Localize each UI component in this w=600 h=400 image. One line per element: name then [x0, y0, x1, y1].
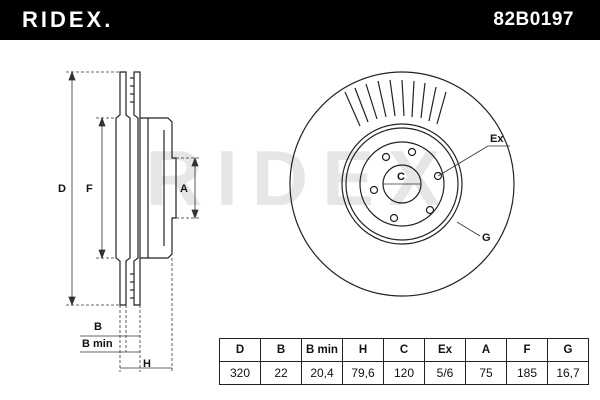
label-F: F [86, 183, 93, 195]
spec-table-value-row: 320 22 20,4 79,6 120 5/6 75 185 16,7 [219, 361, 589, 385]
value-G: 16,7 [547, 361, 589, 385]
label-D: D [58, 183, 66, 195]
label-C: C [397, 171, 405, 183]
col-header-G: G [547, 338, 589, 362]
spec-table: D B B min H C Ex A F G 320 22 20,4 79,6 … [219, 338, 589, 385]
col-header-D: D [219, 338, 261, 362]
label-B-min: B min [82, 338, 113, 350]
front-view-dimensions [383, 145, 510, 237]
col-header-F: F [506, 338, 548, 362]
side-view-dimensions [66, 70, 201, 372]
part-number: 82B0197 [493, 9, 574, 30]
label-B: B [94, 321, 102, 333]
col-header-B-min: B min [301, 338, 343, 362]
value-C: 120 [383, 361, 425, 385]
value-A: 75 [465, 361, 507, 385]
col-header-B: B [260, 338, 302, 362]
value-D: 320 [219, 361, 261, 385]
value-F: 185 [506, 361, 548, 385]
label-G: G [482, 232, 491, 244]
spec-table-header-row: D B B min H C Ex A F G [219, 338, 589, 362]
brand-logo: RIDEX. [22, 7, 114, 32]
label-H: H [143, 358, 151, 370]
value-Ex: 5/6 [424, 361, 466, 385]
front-view [289, 71, 515, 297]
header-bar: RIDEX. 82B0197 [0, 0, 600, 40]
label-Ex: Ex [490, 133, 504, 145]
col-header-C: C [383, 338, 425, 362]
value-H: 79,6 [342, 361, 384, 385]
value-B-min: 20,4 [301, 361, 343, 385]
technical-drawing: RIDEX [58, 70, 515, 372]
value-B: 22 [260, 361, 302, 385]
col-header-A: A [465, 338, 507, 362]
label-A: A [180, 183, 188, 195]
watermark: RIDEX [146, 134, 454, 222]
col-header-Ex: Ex [424, 338, 466, 362]
side-view [115, 71, 177, 306]
col-header-H: H [342, 338, 384, 362]
